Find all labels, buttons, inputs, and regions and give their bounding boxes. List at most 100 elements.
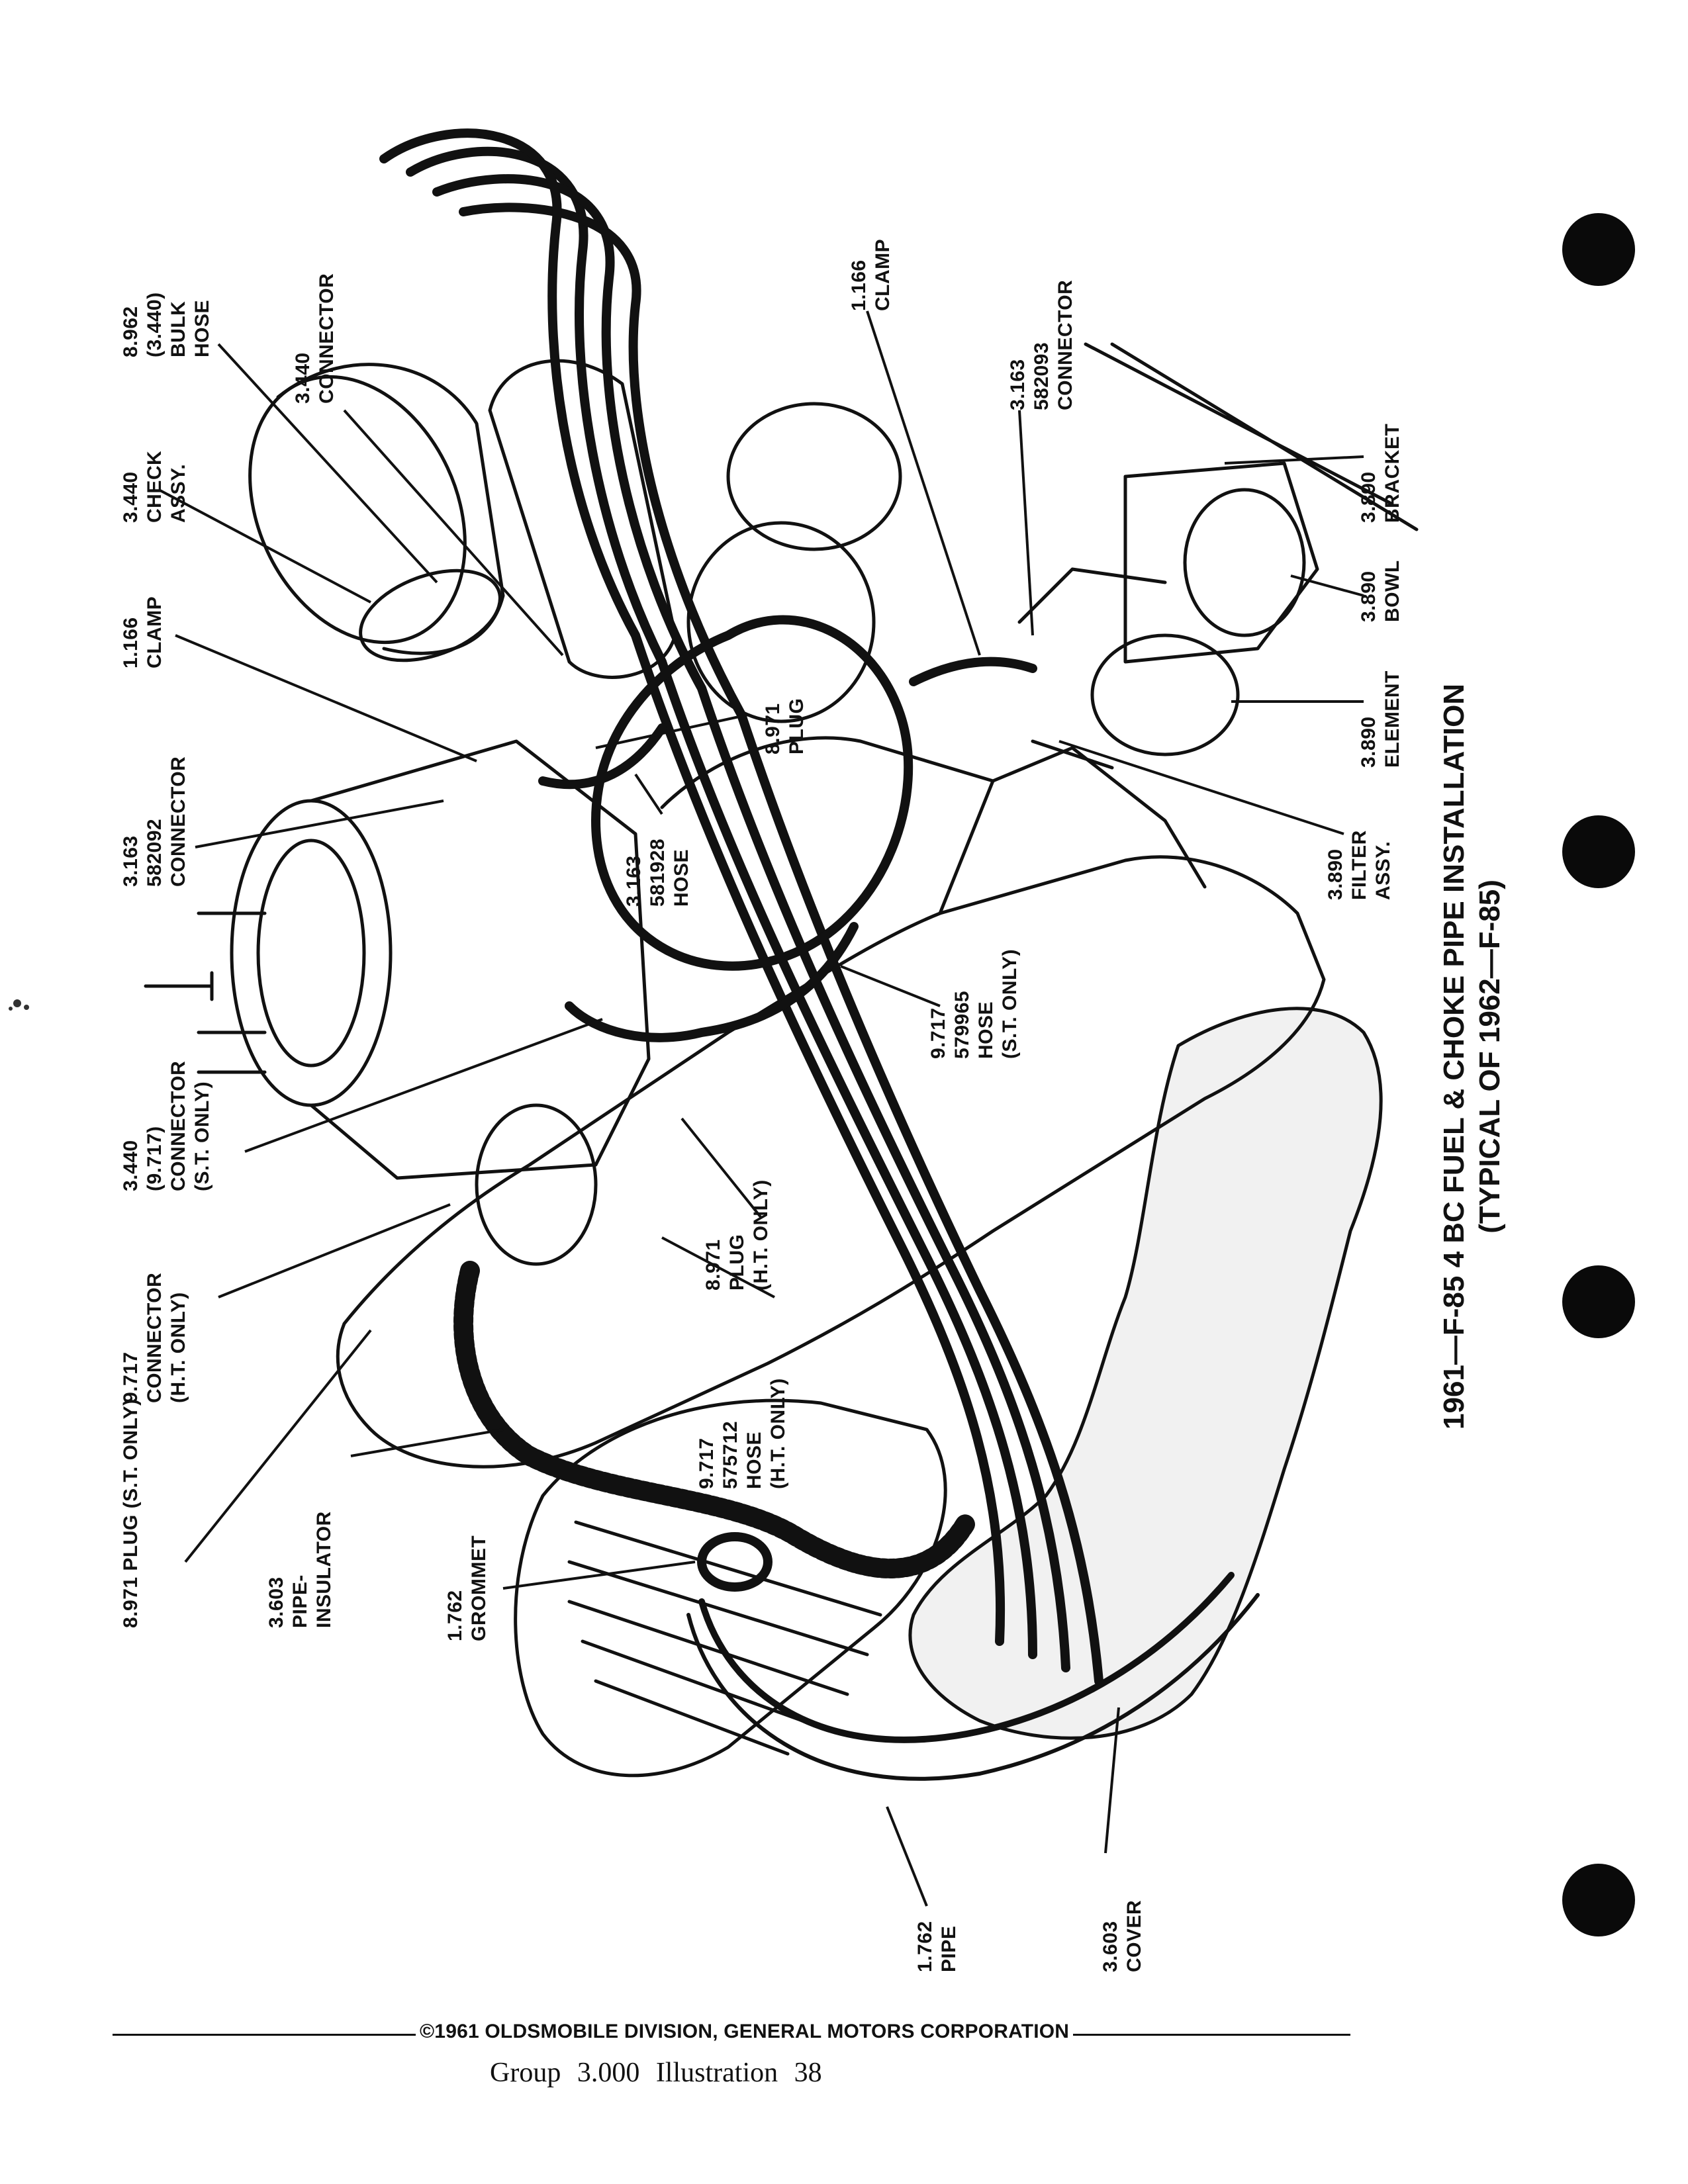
callout-connector-st-l4: (S.T. ONLY) — [191, 1081, 213, 1191]
leader-plug-center — [595, 713, 749, 749]
leader-connector-582092 — [195, 799, 444, 848]
callout-plug-ht-l2: PLUG — [726, 1234, 748, 1291]
callout-hose-575712-l3: HOSE — [743, 1431, 765, 1489]
leader-bowl — [1290, 574, 1364, 597]
callout-connector-st-l3: CONNECTOR — [167, 1060, 189, 1191]
callout-pipe-insulator-l3: INSULATOR — [313, 1511, 335, 1628]
callout-connector-582092-l2: 582092 — [144, 818, 165, 887]
callout-hose-581928-l1: 3.163 — [623, 855, 645, 907]
leader-clamp-left — [175, 634, 477, 762]
callout-bowl-l1: 3.890 — [1358, 570, 1380, 622]
callout-hose-575712-l1: 9.717 — [696, 1437, 718, 1489]
callout-pipe-l1: 1.762 — [914, 1921, 936, 1972]
callout-connector-ht-l3: (H.T. ONLY) — [167, 1292, 189, 1403]
hose-bundle-3 — [459, 203, 1103, 1686]
callout-check-assy-l1: 3.440 — [120, 471, 142, 523]
callout-pipe-insulator-l1: 3.603 — [265, 1576, 287, 1628]
leader-grommet — [502, 1561, 696, 1590]
callout-connector-582092-l3: CONNECTOR — [167, 756, 189, 887]
group-illustration-number: Group 3.000 Illustration 38 — [490, 2058, 822, 2088]
callout-element-l1: 3.890 — [1358, 716, 1380, 768]
callout-grommet-l1: 1.762 — [444, 1590, 466, 1641]
check-valve — [359, 569, 502, 662]
callout-hose-581928-l3: HOSE — [671, 848, 692, 907]
fuel-hose-filter — [909, 657, 1037, 686]
canister — [726, 402, 902, 551]
callout-filter-assy-l1: 3.890 — [1325, 848, 1346, 900]
leader-connector-st — [244, 1018, 603, 1153]
binder-hole-top — [1562, 213, 1635, 286]
leader-connector-ht — [218, 1203, 451, 1298]
leader-filter-assy — [1058, 740, 1344, 835]
footer-rule-left — [113, 2034, 424, 2036]
callout-element-l2: ELEMENT — [1382, 670, 1403, 768]
callout-clamp-left-l1: 1.166 — [120, 617, 142, 668]
grommet — [697, 1532, 773, 1592]
callout-filter-assy-l3: ASSY. — [1372, 841, 1394, 900]
fuel-hose-loop — [590, 615, 914, 971]
leader-hose-579965 — [840, 965, 941, 1007]
callout-hose-579965-l2: 579965 — [951, 990, 973, 1059]
return-pipe — [698, 1572, 1235, 1743]
callout-bowl-l2: BOWL — [1382, 560, 1403, 622]
leader-connector-3440 — [343, 409, 564, 657]
callout-connector-582093-l3: CONNECTOR — [1055, 279, 1076, 410]
page-title-line2: (TYPICAL OF 1962—F-85) — [1474, 880, 1506, 1234]
leader-connector-582093 — [1018, 410, 1034, 636]
callout-clamp-right-l2: CLAMP — [872, 238, 894, 311]
callout-check-assy-l2: CHECK — [144, 450, 165, 523]
copyright-notice: ©1961 OLDSMOBILE DIVISION, GENERAL MOTOR… — [416, 2021, 1074, 2043]
callout-pipe-l2: PIPE — [938, 1925, 960, 1972]
leader-check-assy — [158, 488, 371, 604]
callout-hose-575712-l2: 575712 — [720, 1420, 741, 1489]
callout-clamp-right-l1: 1.166 — [848, 259, 870, 311]
choke-hose — [538, 723, 667, 790]
page-title-line1: 1961—F-85 4 BC FUEL & CHOKE PIPE INSTALL… — [1438, 683, 1470, 1430]
callout-filter-assy-l2: FILTER — [1348, 830, 1370, 900]
binder-hole-bottom — [1562, 1864, 1635, 1936]
callout-cover-l1: 3.603 — [1100, 1921, 1121, 1972]
callout-pipe-insulator-l2: PIPE- — [289, 1574, 311, 1628]
callout-plug-ht-l3: (H.T. ONLY) — [750, 1179, 772, 1291]
callout-check-assy-l3: ASSY. — [167, 463, 189, 523]
valve-cover — [514, 1398, 947, 1778]
leader-plug-st — [184, 1329, 372, 1563]
callout-hose-579965-l1: 9.717 — [927, 1007, 949, 1059]
callout-bulk-hose-l1: 8.962 — [120, 306, 142, 357]
insulated-pipe — [453, 1261, 976, 1578]
callout-plug-center-l1: 8.971 — [762, 703, 784, 754]
leader-pipe — [886, 1806, 928, 1907]
callout-connector-582093-l2: 582093 — [1031, 341, 1053, 410]
leader-hose-575712 — [661, 1236, 775, 1298]
leader-hose-581928 — [634, 773, 663, 815]
binder-hole-lower-middle — [1562, 1265, 1635, 1338]
hose-bundle-4 — [379, 128, 1006, 1646]
hose-to-connector — [565, 922, 859, 1042]
carburetor-flange — [230, 799, 393, 1107]
air-cleaner — [248, 375, 467, 645]
callout-plug-st-l1: 8.971 PLUG (S.T. ONLY) — [120, 1398, 142, 1628]
scan-speck — [9, 999, 29, 1011]
callout-connector-ht-l1: 9.717 — [120, 1351, 142, 1403]
leader-cover — [1104, 1707, 1120, 1854]
callout-hose-581928-l2: 581928 — [647, 838, 669, 907]
callout-connector-st-l1: 3.440 — [120, 1140, 142, 1191]
callout-connector-st-l2: (9.717) — [144, 1126, 165, 1191]
callout-connector-582092-l1: 3.163 — [120, 835, 142, 887]
callout-plug-ht-l1: 8.971 — [702, 1239, 724, 1291]
filter-bowl — [1183, 488, 1306, 637]
leader-clamp-right — [866, 310, 981, 656]
callout-hose-579965-l3: HOSE — [975, 1001, 997, 1059]
callout-hose-575712-l4: (H.T. ONLY) — [767, 1378, 789, 1489]
callout-connector-582093-l1: 3.163 — [1007, 359, 1029, 410]
callout-bulk-hose-l3: BULK — [167, 300, 189, 357]
callout-plug-center-l2: PLUG — [786, 698, 808, 754]
filter-element — [1090, 633, 1240, 756]
footer-rule-right — [980, 2034, 1350, 2036]
callout-bulk-hose-l4: HOSE — [191, 299, 213, 357]
callout-bulk-hose-l2: (3.440) — [144, 292, 165, 357]
leader-pipe-insulator — [350, 1428, 504, 1457]
callout-connector-3440-l1: 3.440 — [292, 352, 314, 404]
callout-hose-579965-l4: (S.T. ONLY) — [999, 948, 1021, 1059]
